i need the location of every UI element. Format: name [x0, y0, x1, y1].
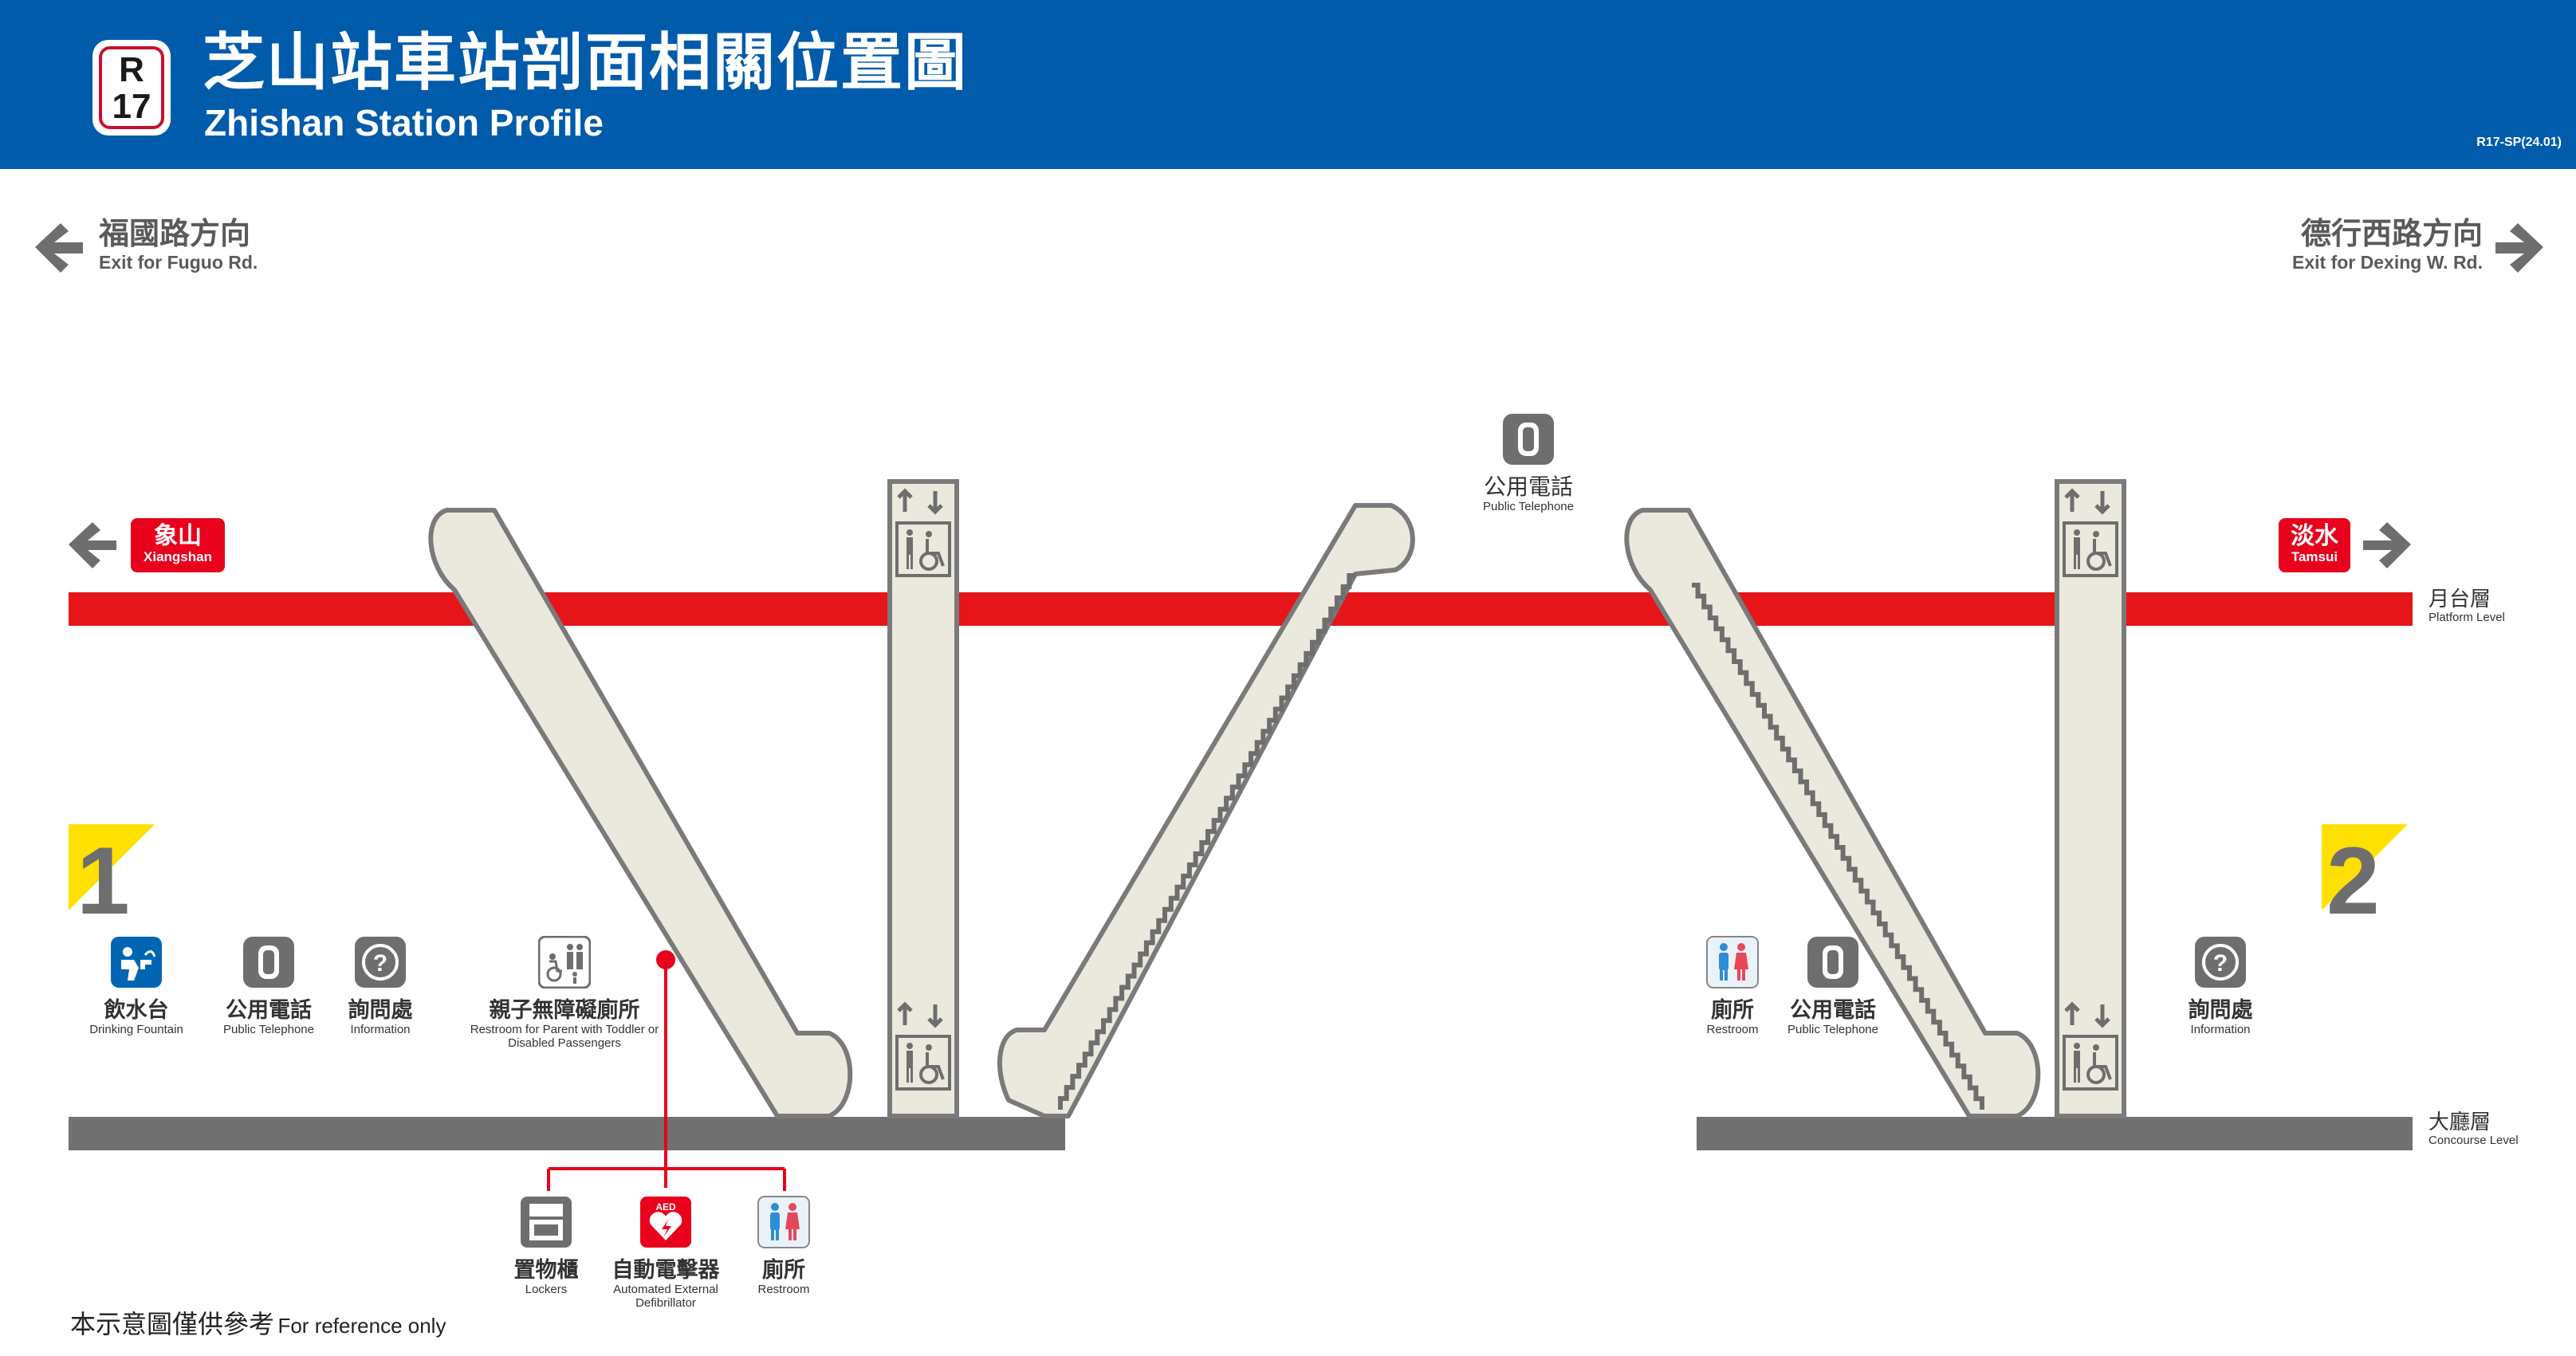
elevator-accessible-icon	[895, 488, 951, 577]
station-number: 17	[112, 87, 151, 126]
document-code: R17-SP(24.01)	[2476, 136, 2562, 149]
footer-note: 本示意圖僅供參考 For reference only	[70, 1304, 446, 1341]
concourse-right-facility-label-zh: 廁所	[1711, 998, 1754, 1022]
concourse-below-facility-label-en: Lockers	[525, 1283, 568, 1296]
information-icon: ?	[2145, 936, 2296, 992]
aed-connector	[547, 950, 786, 1191]
destination-tamsui-en: Tamsui	[2291, 549, 2338, 564]
page-title-zh: 芝山站車站剖面相關位置圖	[203, 27, 969, 97]
concourse-left-facility-label-en: Restroom for Parent with Toddler or Disa…	[470, 1023, 659, 1050]
concourse-left-facility-label-en: Information	[350, 1023, 411, 1036]
exit-direction-right-zh: 德行西路方向	[2300, 218, 2483, 251]
concourse-below-facility-label-zh: 置物櫃	[513, 1258, 579, 1282]
concourse-level-zh: 大廳層	[2429, 1110, 2491, 1134]
concourse-right-facility-label-en: Restroom	[1706, 1023, 1759, 1036]
telephone-icon	[1453, 413, 1604, 470]
locker-icon	[470, 1196, 622, 1252]
destination-xiangshan-zh: 象山	[154, 523, 202, 549]
concourse-right-facility-label-zh: 公用電話	[1790, 998, 1876, 1022]
escalator-3-steps	[1692, 583, 1984, 1110]
escalator-2-steps	[1058, 573, 1355, 1110]
destination-tamsui-zh: 淡水	[2291, 523, 2338, 549]
telephone-icon	[193, 936, 344, 992]
header-bar: R 17 芝山站車站剖面相關位置圖 Zhishan Station Profil…	[0, 0, 2576, 169]
platform-level-zh: 月台層	[2429, 587, 2491, 611]
left-arrow-icon	[35, 223, 83, 273]
xiangshan-direction-arrow-icon	[69, 522, 116, 568]
concourse-below-facility-label-en: Automated External Defibrillator	[613, 1283, 718, 1310]
platform-telephone-en: Public Telephone	[1483, 500, 1574, 513]
elevator-accessible-icon	[895, 1001, 951, 1091]
exit-direction-left: 福國路方向 Exit for Fuguo Rd.	[99, 217, 258, 273]
tamsui-direction-arrow-icon	[2363, 522, 2411, 568]
destination-tag-tamsui: 淡水 Tamsui	[2279, 518, 2350, 572]
concourse-right-facility-label-en: Information	[2190, 1023, 2251, 1036]
elevator-accessible-icon	[2063, 1001, 2118, 1091]
exit-1-number: 1	[77, 827, 130, 934]
exit-direction-right-en: Exit for Dexing W. Rd.	[2292, 252, 2483, 273]
page-title-en: Zhishan Station Profile	[204, 102, 604, 143]
platform-telephone-zh: 公用電話	[1483, 474, 1573, 499]
exit-direction-right: 德行西路方向 Exit for Dexing W. Rd.	[2292, 217, 2483, 273]
escalator-2	[997, 503, 1415, 1118]
concourse-left-facility-label-en: Drinking Fountain	[89, 1023, 183, 1036]
concourse-below-facility-label-zh: 廁所	[762, 1258, 805, 1282]
escalator-1	[428, 508, 853, 1118]
destination-xiangshan-en: Xiangshan	[144, 549, 212, 564]
right-arrow-icon	[2495, 223, 2543, 273]
exit-1-sign: 1	[69, 824, 155, 934]
platform-telephone: 公用電話 Public Telephone	[1453, 413, 1604, 513]
exit-direction-left-en: Exit for Fuguo Rd.	[99, 252, 258, 273]
concourse-left-facility-label-zh: 親子無障礙廁所	[489, 998, 640, 1022]
exit-direction-left-zh: 福國路方向	[99, 218, 251, 251]
drinking-fountain-icon	[61, 936, 212, 992]
svg-text:?: ?	[2213, 950, 2228, 977]
station-number-badge-frame: R 17	[99, 46, 164, 129]
restroom-icon	[708, 1196, 859, 1252]
escalator-3	[1624, 508, 2041, 1118]
destination-tag-xiangshan: 象山 Xiangshan	[131, 518, 225, 572]
svg-text:AED: AED	[655, 1201, 676, 1213]
station-number-badge: R 17	[92, 40, 171, 136]
concourse-right-facility-label-en: Public Telephone	[1787, 1023, 1878, 1036]
concourse-below-facility-label-en: Restroom	[757, 1283, 810, 1296]
platform-level-en: Platform Level	[2429, 611, 2505, 624]
concourse-left-facility-label-zh: 詢問處	[348, 998, 413, 1022]
concourse-level-bar-right	[1697, 1117, 2413, 1150]
footer-note-zh: 本示意圖僅供參考	[70, 1310, 275, 1338]
aed-icon: AED	[590, 1196, 741, 1252]
footer-note-en: For reference only	[277, 1314, 446, 1338]
exit-2-number: 2	[2326, 827, 2380, 934]
svg-text:?: ?	[373, 950, 387, 977]
exit-2-sign: 2	[2322, 824, 2408, 934]
telephone-icon	[1757, 936, 1909, 992]
platform-level-label: 月台層 Platform Level	[2429, 587, 2505, 625]
concourse-left-facility-label-zh: 飲水台	[104, 998, 169, 1022]
line-code: R	[119, 50, 144, 89]
family-accessible-restroom-icon	[461, 935, 668, 992]
concourse-left-facility-label-zh: 公用電話	[226, 998, 312, 1022]
concourse-level-bar-left	[69, 1117, 1065, 1150]
information-icon: ?	[305, 936, 456, 992]
concourse-below-facility-label-zh: 自動電擊器	[612, 1258, 720, 1282]
elevator-accessible-icon	[2063, 488, 2118, 577]
concourse-left-facility-label-en: Public Telephone	[223, 1023, 314, 1036]
concourse-right-facility-label-zh: 詢問處	[2188, 998, 2253, 1022]
restroom-icon	[1657, 936, 1808, 992]
concourse-level-en: Concourse Level	[2429, 1134, 2519, 1147]
concourse-level-label: 大廳層 Concourse Level	[2429, 1110, 2519, 1148]
